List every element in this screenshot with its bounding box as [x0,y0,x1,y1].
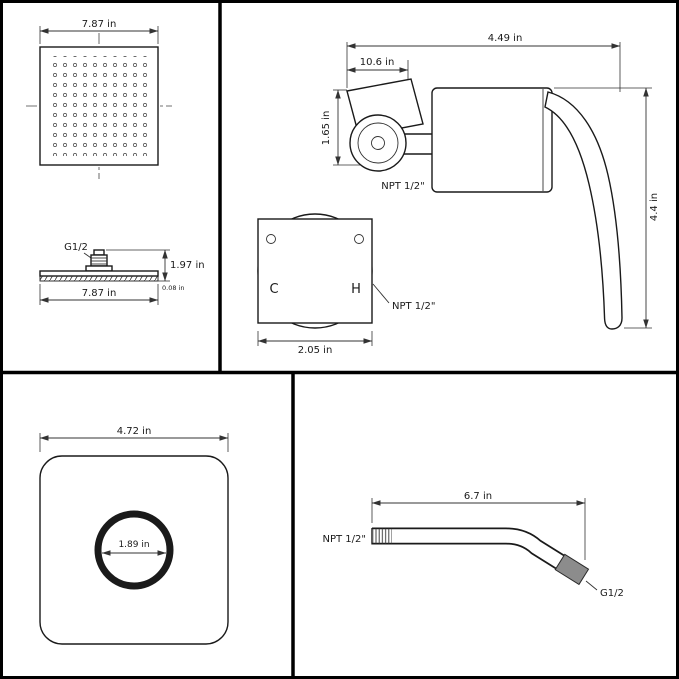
hot-port-label: H [351,282,361,297]
wall-plate-width-dimension: 4.72 in [117,426,152,437]
head-connector [85,249,113,272]
valve-plate-screw-hole-left [266,234,276,244]
valve-port-height-dimension: 1.65 in [321,111,332,146]
valve-overall-width-dimension: 4.49 in [488,33,523,44]
arm-outlet-thread-label: G1/2 [600,588,624,599]
arm-inlet-thread-label: NPT 1/2" [323,534,367,545]
valve-handle-lever [544,91,623,330]
valve-plate-view: C H NPT 1/2" 2.05 in [257,213,436,356]
valve-plate-width-dimension: 2.05 in [298,345,333,356]
head-side-width-dimension: 7.87 in [82,288,117,299]
head-nozzle-face [39,275,159,282]
wall-plate-view: 4.72 in 1.89 in [39,426,229,645]
valve-inlet-thread-label: NPT 1/2" [381,181,425,192]
shower-head-side-view: G1/2 1.97 in 0.08 in 7.87 in [39,242,205,305]
spray-nozzle-grid [49,56,149,156]
valve-plate-screw-hole-right [354,234,364,244]
shower-head-top-view: 7.87 in [26,19,172,179]
valve-overall-height-dimension: 4.4 in [649,193,660,221]
wall-plate-hole-ring [94,510,174,590]
valve-plate-body [257,218,373,324]
head-thread-label: G1/2 [64,242,88,253]
wall-plate-hole-dimension: 1.89 in [118,540,149,550]
shower-arm-view: 6.7 in NPT 1/2" G1/2 [323,491,624,599]
arm-length-dimension: 6.7 in [464,491,492,502]
head-width-dimension: 7.87 in [82,19,117,30]
head-plate [39,270,159,277]
head-height-dimension: 1.97 in [170,260,205,271]
head-thickness-dimension: 0.08 in [162,284,184,292]
cold-port-label: C [269,282,278,297]
arm-pipe-fill [372,529,588,583]
arm-tip-thread [554,553,590,586]
arm-wall-thread [373,528,392,544]
valve-plate-thread-label: NPT 1/2" [392,301,436,312]
valve-front-view: 4.49 in 10.6 in 1.65 in NPT 1/2" 4.4 in [321,33,660,330]
valve-port-width-dimension: 10.6 in [360,57,395,68]
valve-body [431,87,553,193]
